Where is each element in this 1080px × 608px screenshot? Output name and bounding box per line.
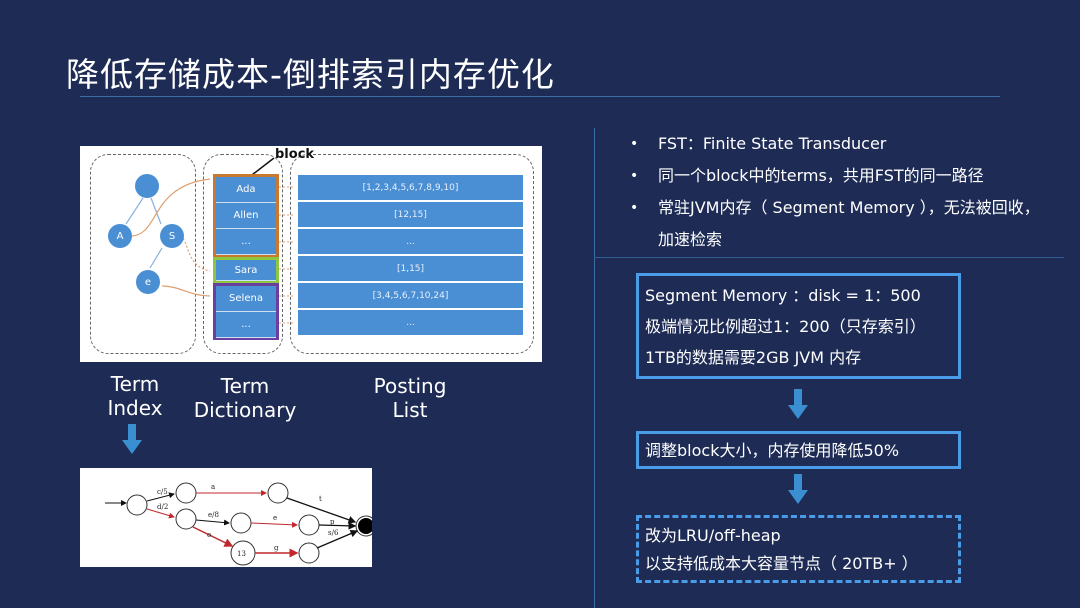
right-column-divider — [594, 128, 595, 608]
box-line: 1TB的数据需要2GB JVM 内存 — [645, 348, 862, 367]
term-index-group — [90, 154, 196, 354]
term-sara: Sara — [216, 260, 276, 281]
posting-list-group — [290, 154, 534, 354]
tree-node-a: A — [108, 224, 132, 248]
bullet-item: • 常驻JVM内存（ Segment Memory ），无法被回收， — [630, 192, 1070, 224]
bullet-dot-icon: • — [630, 136, 639, 152]
bullet-dot-icon: • — [630, 168, 639, 184]
posting-row: ... — [298, 229, 523, 254]
block-size-box: 调整block大小，内存使用降低50% — [636, 431, 961, 469]
posting-row: ... — [298, 310, 523, 335]
fst-diagram: c/5 d/2 a e/8 o e t p s/6 g 13 — [80, 468, 377, 567]
block-orange: Ada Allen ... — [213, 174, 279, 258]
tree-node-s: S — [160, 224, 184, 248]
svg-text:c/5: c/5 — [157, 488, 168, 496]
svg-text:g: g — [274, 544, 279, 552]
block-purple: Selena ... — [213, 283, 279, 340]
bullet-item: • FST：Finite State Transducer — [630, 128, 1070, 160]
bullet-text: FST：Finite State Transducer — [658, 134, 887, 153]
tree-node-root — [135, 174, 159, 198]
bullet-item-continued: 加速检索 — [630, 224, 1070, 256]
svg-text:o: o — [207, 531, 211, 539]
down-arrow-icon — [122, 424, 142, 454]
label-term-dictionary: Term Dictionary — [190, 374, 300, 422]
term-ellipsis-2: ... — [216, 312, 276, 338]
term-ada: Ada — [216, 177, 276, 203]
label-line: Dictionary — [193, 398, 297, 422]
box-line: Segment Memory ：disk = 1：500 — [645, 286, 921, 305]
bullet-dot-icon: • — [630, 200, 639, 216]
block-label: block — [275, 147, 315, 162]
box-line: 以支持低成本大容量节点（ 20TB+ ） — [645, 554, 918, 573]
segment-memory-box: Segment Memory ：disk = 1：500 极端情况比例超过1：2… — [636, 273, 961, 379]
posting-row: [12,15] — [298, 202, 523, 227]
label-term-index: Term Index — [105, 372, 165, 420]
inverted-index-diagram: block A S e Ada Allen ... Sara — [80, 146, 542, 362]
svg-text:d/2: d/2 — [157, 503, 168, 511]
svg-text:s/6: s/6 — [328, 529, 339, 537]
svg-text:t: t — [319, 495, 322, 503]
posting-row: [1,15] — [298, 256, 523, 281]
label-line: Term — [110, 372, 160, 396]
svg-text:13: 13 — [237, 550, 246, 558]
bullet-text: 加速检索 — [658, 230, 723, 249]
bullet-item: • 同一个block中的terms，共用FST的同一路径 — [630, 160, 1070, 192]
fst-graph: c/5 d/2 a e/8 o e t p s/6 g 13 — [105, 482, 377, 566]
svg-text:a: a — [211, 483, 215, 491]
slide-title: 降低存储成本-倒排索引内存优化 — [66, 55, 555, 94]
term-dictionary-group — [203, 154, 283, 354]
svg-text:e/8: e/8 — [208, 511, 219, 519]
bullet-list: • FST：Finite State Transducer • 同一个block中的… — [630, 128, 1070, 256]
box-line: 调整block大小，内存使用降低50% — [645, 441, 900, 460]
box-line: 极端情况比例超过1：200（只存索引） — [645, 317, 926, 336]
box-line: 改为LRU/off-heap — [645, 526, 781, 545]
posting-row: [1,2,3,4,5,6,7,8,9,10] — [298, 175, 523, 200]
label-line: Term — [220, 374, 270, 398]
term-ellipsis: ... — [216, 229, 276, 255]
label-line: List — [392, 398, 428, 422]
down-arrow-icon — [788, 474, 808, 504]
lru-offheap-box: 改为LRU/off-heap 以支持低成本大容量节点（ 20TB+ ） — [636, 515, 961, 583]
bullet-text: 同一个block中的terms，共用FST的同一路径 — [658, 166, 984, 185]
label-posting-list: Posting List — [365, 374, 455, 422]
term-allen: Allen — [216, 203, 276, 229]
bullets-divider — [594, 257, 1064, 258]
svg-text:p: p — [330, 518, 335, 526]
term-selena: Selena — [216, 286, 276, 312]
title-divider — [80, 96, 1000, 97]
block-green: Sara — [213, 257, 279, 284]
tree-connectors — [125, 157, 294, 324]
bullet-text: 常驻JVM内存（ Segment Memory ），无法被回收， — [658, 198, 1040, 217]
label-line: Index — [107, 396, 163, 420]
down-arrow-icon — [788, 389, 808, 419]
posting-row: [3,4,5,6,7,10,24] — [298, 283, 523, 308]
svg-text:e: e — [273, 514, 277, 522]
tree-node-e: e — [136, 270, 160, 294]
label-line: Posting — [373, 374, 447, 398]
